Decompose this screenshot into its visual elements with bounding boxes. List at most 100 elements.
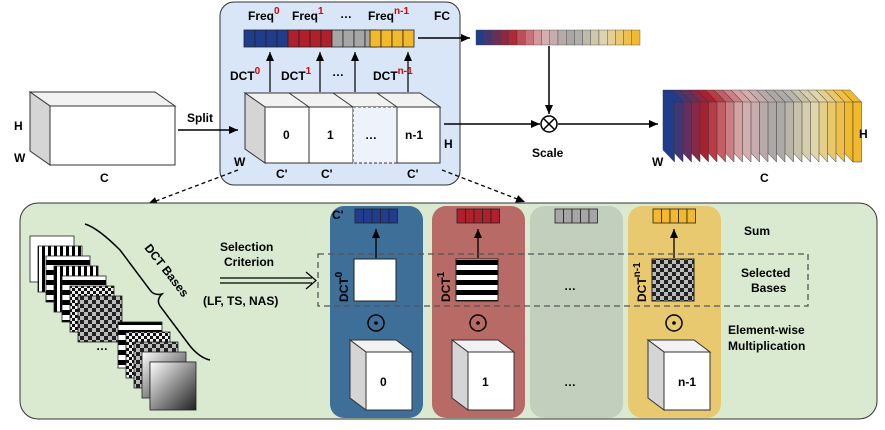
column-strip-cell — [456, 208, 466, 224]
attention-cell — [582, 29, 591, 46]
parts-h-label: H — [444, 137, 453, 151]
part-cube — [467, 351, 515, 411]
selected-bases-label-2: Bases — [751, 281, 787, 295]
selection-column — [530, 206, 623, 418]
parts-w-label: W — [234, 155, 246, 169]
input-tensor — [28, 91, 177, 166]
input-h-label: H — [14, 119, 23, 133]
column-strip-cell — [580, 208, 590, 224]
attention-cell — [598, 29, 608, 46]
column-strip-cell — [669, 208, 679, 224]
freq-cell — [391, 29, 404, 48]
c-prime-label: C' — [332, 208, 344, 222]
column-strip-cell — [473, 208, 483, 224]
freq-cell — [298, 29, 311, 48]
attention-cell — [508, 29, 518, 46]
freqn1-label: Freqn-1 — [368, 6, 409, 23]
column-strip-cell — [686, 208, 696, 224]
selection-label-2: Criterion — [224, 255, 274, 269]
column-strip-cell — [571, 208, 581, 224]
selected-bases-box — [317, 253, 809, 307]
attention-cell — [557, 29, 567, 46]
elementwise-operator — [665, 314, 683, 332]
part-0-c-label: C' — [276, 167, 288, 181]
attention-cell — [549, 29, 559, 46]
freq-cell — [265, 29, 278, 48]
selection-label-1: Selection — [220, 240, 273, 254]
part-dots-label: … — [365, 128, 377, 142]
dct0-label: DCT0 — [230, 66, 261, 83]
selection-methods: (LF, TS, NAS) — [203, 294, 278, 308]
attention-cell — [590, 29, 600, 46]
attention-strip — [475, 29, 641, 46]
dctn1-label: DCTn-1 — [373, 66, 413, 83]
output-w-label: W — [652, 155, 664, 169]
fc-label: FC — [434, 9, 450, 23]
freq-dots: … — [340, 7, 352, 21]
attention-cell — [615, 29, 624, 46]
attention-cell — [525, 29, 534, 46]
freq-cell — [380, 29, 393, 48]
attention-cell — [607, 29, 616, 46]
attention-cell — [541, 29, 550, 46]
column-strip-cell — [554, 208, 564, 224]
elementwise-label-1: Element-wise — [728, 323, 805, 337]
split-label: Split — [187, 111, 213, 125]
column-strip-cell — [490, 208, 500, 224]
freq-cell — [331, 29, 344, 48]
dct-basis-tile — [149, 361, 197, 411]
freq-cell — [287, 29, 300, 48]
part-cube-label: n-1 — [678, 375, 696, 389]
attention-cell — [566, 29, 575, 46]
column-dct-label: DCTn-1 — [632, 262, 649, 302]
part-cube-side — [451, 339, 469, 411]
attention-cell — [623, 29, 632, 46]
freq-cell — [243, 29, 256, 48]
column-strip-cell — [588, 208, 598, 224]
part-cube — [663, 351, 711, 411]
output-slab-front — [852, 101, 862, 163]
freq-cell — [309, 29, 322, 48]
freq1-label: Freq1 — [292, 6, 324, 23]
part-cube-label: 0 — [380, 375, 387, 389]
input-c-label: C — [100, 171, 109, 185]
input-w-label: W — [14, 151, 26, 165]
dct1-label: DCT1 — [281, 66, 312, 83]
freq-cell — [320, 29, 333, 48]
attention-cell — [533, 29, 542, 46]
attention-cell — [500, 29, 510, 46]
column-strip-cell — [678, 208, 688, 224]
sum-label: Sum — [744, 224, 770, 238]
column-dots: … — [564, 375, 576, 389]
attention-cell — [484, 29, 493, 46]
column-strip-cell — [465, 208, 475, 224]
freq-cell — [342, 29, 355, 48]
dct-bases-dots: … — [96, 339, 108, 353]
column-strip-cell — [388, 208, 398, 224]
column-dct-label: DCT1 — [436, 271, 453, 302]
freq-cell — [353, 29, 366, 48]
attention-cell — [574, 29, 583, 46]
column-strip-cell — [652, 208, 662, 224]
elementwise-label-2: Multiplication — [728, 339, 805, 353]
part-0-label: 0 — [283, 128, 290, 142]
output-slab — [662, 89, 675, 163]
attention-cell — [492, 29, 501, 46]
dct-bases-stack: … — [29, 235, 197, 411]
column-strip-cell — [354, 208, 364, 224]
selected-bases-label-1: Selected — [741, 266, 790, 280]
dct-dots: … — [332, 65, 344, 79]
attention-cell — [516, 29, 526, 46]
frequency-strip — [243, 29, 415, 48]
split-cubes — [243, 92, 442, 164]
part-n1-c-label: C' — [407, 167, 419, 181]
part-1-c-label: C' — [321, 167, 333, 181]
freq-cell — [276, 29, 289, 48]
part-cube — [365, 351, 413, 411]
scale-label: Scale — [532, 146, 564, 160]
output-tensor — [662, 89, 862, 163]
part-cube-side — [647, 339, 665, 411]
column-strip-cell — [363, 208, 373, 224]
